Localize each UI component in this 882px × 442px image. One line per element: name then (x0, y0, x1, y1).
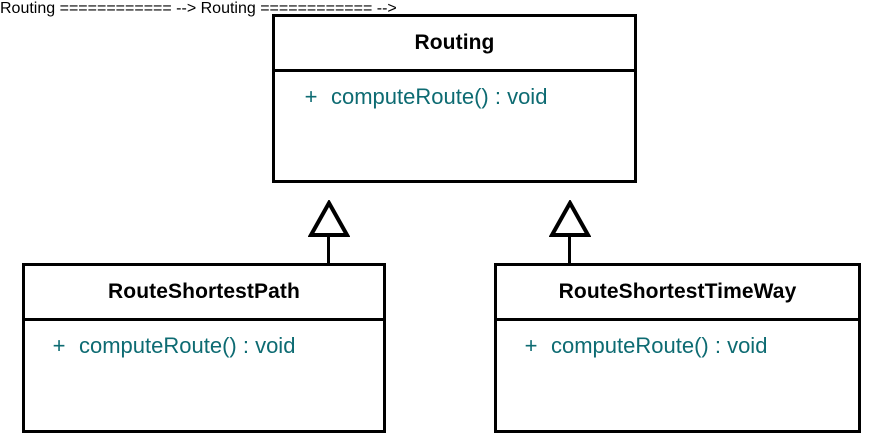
generalization-hollow-triangle-icon (549, 200, 591, 238)
class-member-row: + computeRoute() : void (25, 333, 383, 359)
class-box-routeshortestpath[interactable]: RouteShortestPath + computeRoute() : voi… (22, 263, 386, 433)
class-member-row: + computeRoute() : void (275, 84, 634, 110)
class-members-compartment: + computeRoute() : void (497, 321, 858, 430)
class-members-compartment: + computeRoute() : void (25, 321, 383, 430)
member-visibility-marker: + (304, 84, 318, 109)
member-signature-label: computeRoute() : void (79, 333, 296, 358)
generalization-hollow-triangle-icon (308, 200, 350, 238)
member-signature-label: computeRoute() : void (551, 333, 768, 358)
class-name-compartment: Routing (275, 17, 634, 72)
member-signature-label: computeRoute() : void (331, 84, 548, 109)
class-members-compartment: + computeRoute() : void (275, 72, 634, 180)
class-box-routing[interactable]: Routing + computeRoute() : void (272, 14, 637, 183)
generalization-line (327, 236, 330, 282)
member-visibility-marker: + (524, 333, 538, 358)
generalization-line (568, 236, 571, 282)
class-name-label: Routing (414, 31, 495, 54)
class-member-row: + computeRoute() : void (497, 333, 858, 359)
member-visibility-marker: + (52, 333, 66, 358)
class-name-compartment: RouteShortestPath (25, 266, 383, 321)
class-name-label: RouteShortestTimeWay (558, 280, 797, 303)
class-box-routeshortesttimeway[interactable]: RouteShortestTimeWay + computeRoute() : … (494, 263, 861, 433)
class-name-compartment: RouteShortestTimeWay (497, 266, 858, 321)
class-name-label: RouteShortestPath (108, 280, 300, 303)
